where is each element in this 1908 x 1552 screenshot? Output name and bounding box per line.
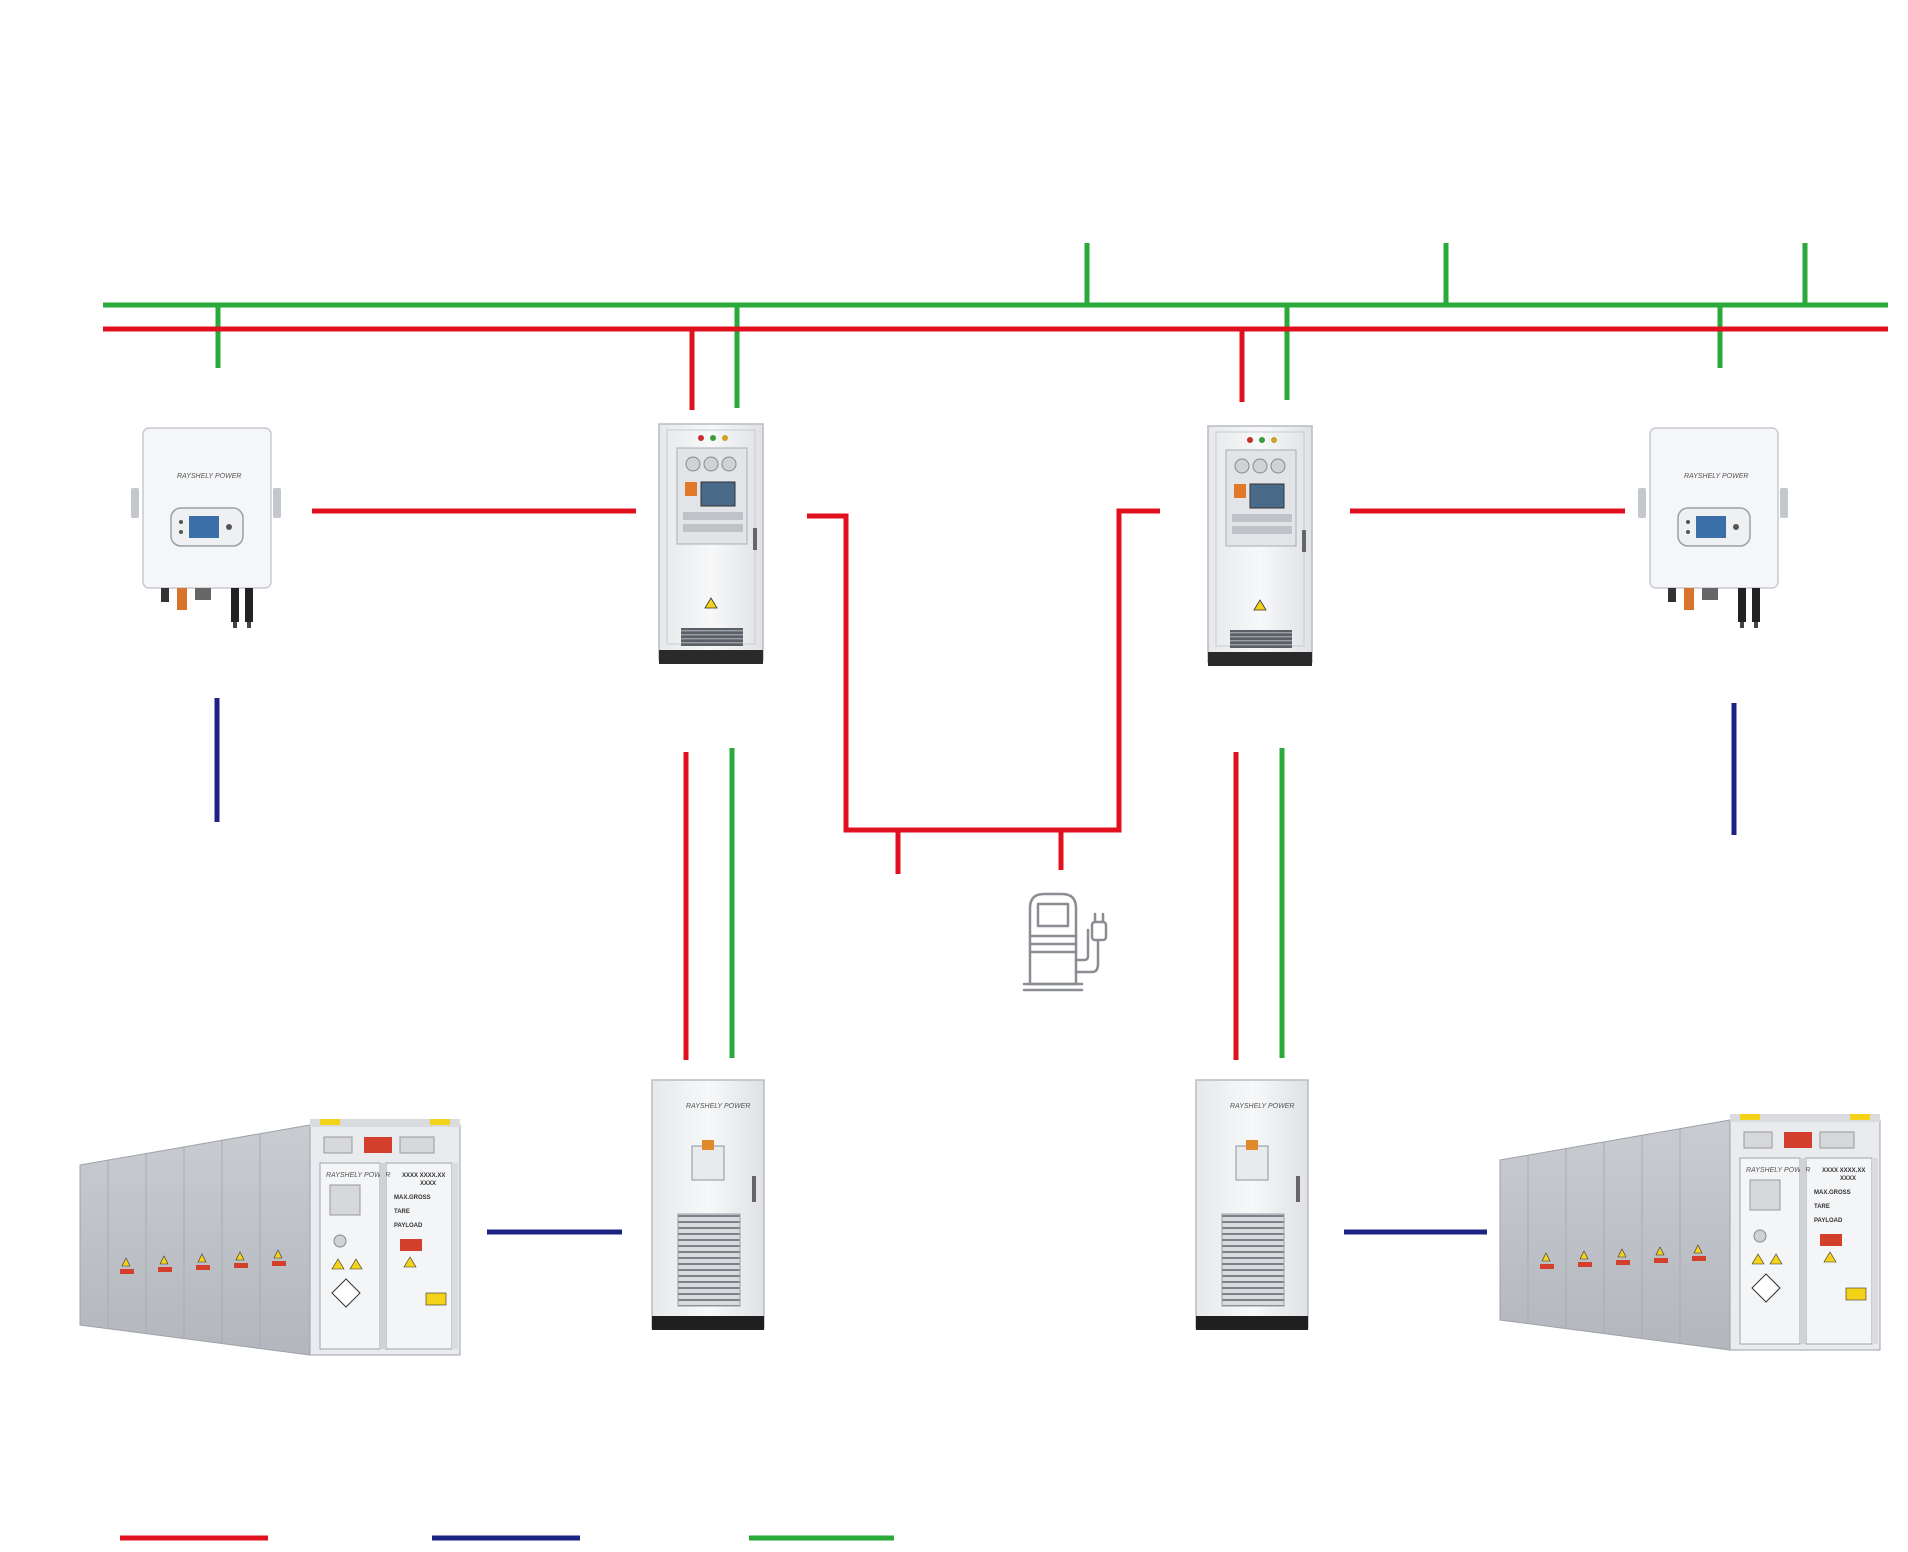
combiner-cabinet-icon: [658, 423, 764, 665]
ac-charger-loop: [807, 508, 1160, 833]
pcs-cabinet-icon: [651, 1079, 765, 1331]
battery-container-icon: [79, 1118, 461, 1356]
hybrid-inverter-icon: [1637, 427, 1789, 629]
combiner-cabinet-icon: [1207, 425, 1313, 667]
hybrid-inverter-icon: [130, 427, 282, 629]
ev-charger-icon: [1022, 892, 1108, 992]
pcs-cabinet-icon: [1195, 1079, 1309, 1331]
battery-container-icon: [1499, 1113, 1881, 1351]
